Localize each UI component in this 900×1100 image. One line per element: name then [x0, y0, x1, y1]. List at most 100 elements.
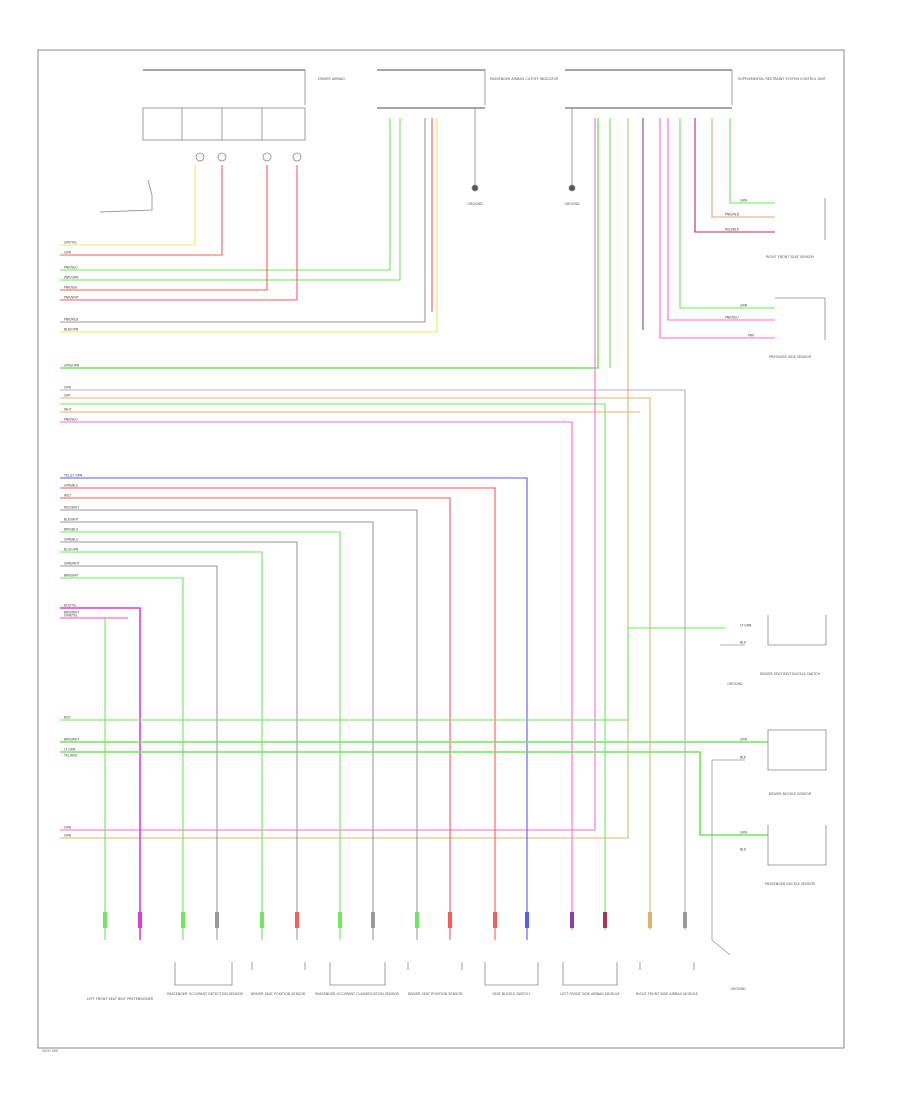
- wire-green-10: [60, 751, 768, 836]
- left-wire-label: GRY/YEL: [64, 241, 77, 245]
- left-wire-label: PNK/WHT: [64, 296, 79, 300]
- wire-green-3: [60, 403, 606, 930]
- top-left-module: [99, 69, 306, 213]
- module-label-driver-module: DRIVER AIRBAG: [318, 77, 345, 81]
- component-label-right-side-airbag: RIGHT FRONT SIDE AIRBAG MODULE: [636, 992, 698, 996]
- component-label-driver-buckle-sensor: DRIVER BUCKLE SENSOR: [769, 792, 812, 796]
- connector-stub: [181, 912, 185, 928]
- left-wire-label: BLK/YEL: [64, 604, 77, 608]
- left-wire-label: BLK/ORN: [64, 328, 79, 332]
- wire-pink-1: [60, 421, 573, 930]
- wire-tan-srs: [60, 118, 629, 839]
- wire-red-3: [60, 165, 298, 301]
- component-label-pressure-sensor: PRESSURE SIDE SENSOR: [769, 355, 812, 359]
- left-wire-label: GRN/WHT: [64, 562, 80, 566]
- wire-blue: [60, 477, 528, 940]
- component-label-driver-seat-sensor-2: DRIVER SEAT POSITION SENSOR: [408, 992, 463, 996]
- wire-group: [60, 118, 775, 956]
- connector-stub: [415, 912, 419, 928]
- connector-stub: [570, 912, 574, 928]
- right-wire-label: PNK/BLU: [725, 316, 739, 320]
- connector-stub: [103, 912, 107, 928]
- connector-stub: [648, 912, 652, 928]
- left-wire-label: GRN/YEL: [64, 614, 78, 618]
- right-sensor-mid: [767, 615, 827, 866]
- wire-darkred-srs: [694, 118, 775, 233]
- wire-magenta-1: [60, 607, 141, 940]
- left-wire-label: BRN/WHT: [64, 611, 79, 615]
- component-label-ground-top: GROUND: [467, 202, 483, 206]
- right-wire-label: LT GRN: [740, 624, 752, 628]
- connector-stub: [295, 912, 299, 928]
- wire-green-srs2: [679, 118, 775, 309]
- wire-red-6: [60, 497, 451, 940]
- left-wire-label: RED/WHT: [64, 506, 79, 510]
- wire-green-5: [60, 551, 263, 940]
- connector-stub: [338, 912, 342, 928]
- component-label-ground-mid: GROUND: [727, 682, 743, 686]
- left-wire-label: GRN/BLU: [64, 484, 79, 488]
- wire-green-1: [60, 118, 391, 271]
- right-wire-label: GRN: [740, 738, 748, 742]
- left-wire-label: YEL/RED: [64, 754, 78, 758]
- wire-gray-4: [60, 541, 298, 940]
- component-label-driver-seat-sensor: DRIVER SEAT POSITION SENSOR: [251, 992, 306, 996]
- connector-stub: [448, 912, 452, 928]
- connector-stub: [371, 912, 375, 928]
- connector-stub: [603, 912, 607, 928]
- left-wire-label: PNK/BLU: [64, 418, 78, 422]
- left-wire-label: PNK/GRN: [64, 276, 79, 280]
- left-wire-label: BRN/GRY: [64, 574, 78, 578]
- left-wire-label: GRN: [64, 251, 72, 255]
- right-wire-label: GRN: [740, 199, 748, 203]
- left-wire-label: LT GRN: [64, 748, 76, 752]
- component-label-driver-seat-belt-switch: DRIVER SEAT BELT BUCKLE SWITCH: [760, 672, 821, 676]
- module-label-srs-module: SUPPLEMENTAL RESTRAINT SYSTEM CONTROL UN…: [738, 77, 827, 81]
- wire-red-1: [60, 165, 223, 256]
- connector-stub: [683, 912, 687, 928]
- component-label-ground-bottom: GROUND: [730, 987, 746, 991]
- diagram-border: [37, 49, 845, 1049]
- wire-green-srs3: [729, 118, 775, 204]
- wire-gray-7: [711, 760, 731, 956]
- left-wire-label: PNK/BLK: [64, 286, 78, 290]
- wire-green-8: [60, 627, 725, 721]
- component-label-passenger-seat-sensor-2: PASSENGER OCCUPANT CLASSIFICATION SENSOR: [315, 992, 399, 996]
- left-wire-label: BRN/BLU: [64, 528, 79, 532]
- wire-gray-r: [60, 389, 686, 930]
- component-label-ground-top-right: GROUND: [564, 202, 580, 206]
- right-wire-label: GRN: [740, 831, 748, 835]
- left-wire-label: GRN: [64, 386, 72, 390]
- module-label-passenger-module: PASSENGER AIRBAG CUTOFF INDICATOR: [490, 77, 559, 81]
- right-wire-label: PNK: [748, 334, 755, 338]
- wire-green-2: [60, 118, 401, 281]
- left-wire-label: GRN: [64, 834, 72, 838]
- connector-stub: [525, 912, 529, 928]
- bottom-components: [174, 962, 695, 986]
- component-label-seat-buckle: SEAT BUCKLE SWITCH: [492, 992, 530, 996]
- left-wire-label: RED: [64, 716, 71, 720]
- left-wire-label: BLK/WHT: [64, 518, 79, 522]
- wire-red-5: [60, 487, 496, 940]
- left-wire-label: YEL/LT GRN: [64, 474, 83, 478]
- component-label-left-side-airbag: LEFT FRONT SIDE AIRBAG MODULE: [560, 992, 619, 996]
- component-label-right-front-seat-sensor: RIGHT FRONT SEAT SENSOR: [766, 255, 814, 259]
- connector-stub: [493, 912, 497, 928]
- left-wire-label: WHT: [64, 408, 72, 412]
- wire-gray-1: [60, 118, 426, 323]
- left-wire-label: GRN: [64, 826, 72, 830]
- wire-green-4: [60, 531, 341, 940]
- connector-stub: [215, 912, 219, 928]
- right-wire-label: BLK: [740, 848, 747, 852]
- left-wire-label: GRN/ORN: [64, 364, 80, 368]
- right-wire-label: BLK: [740, 641, 747, 645]
- right-wire-label: PNK/RED: [725, 213, 740, 217]
- left-wire-label: GRN/BLU: [64, 538, 79, 542]
- right-sensor-top: [775, 198, 826, 340]
- top-mid-module: [377, 69, 486, 192]
- wire-gray-2: [60, 509, 418, 940]
- wire-gray-3: [60, 521, 374, 940]
- left-wire-label: PNK/BLU: [64, 266, 78, 270]
- wire-red-2: [60, 165, 268, 291]
